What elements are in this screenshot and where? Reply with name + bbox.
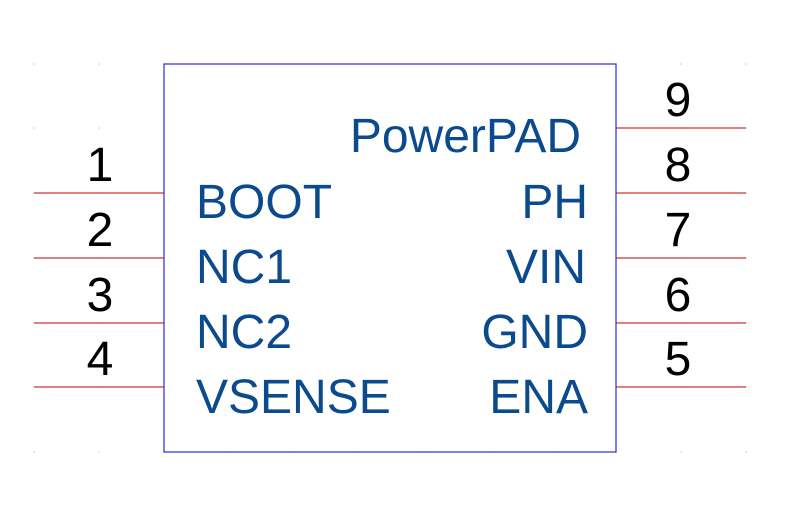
grid-dot xyxy=(33,451,35,453)
powerpad-label: PowerPAD xyxy=(350,110,581,163)
pin-3: 3 NC2 xyxy=(34,269,292,359)
pin-7: 7 VIN xyxy=(506,204,746,294)
pin-8-name: PH xyxy=(521,176,588,229)
pin-4: 4 VSENSE xyxy=(34,333,391,424)
pin-4-name: VSENSE xyxy=(196,371,391,424)
grid-dot xyxy=(680,451,682,453)
pin-7-name: VIN xyxy=(506,241,586,294)
pin-6: 6 GND xyxy=(481,269,746,359)
grid-dot xyxy=(98,63,100,65)
grid-dot xyxy=(33,63,35,65)
pin-9: 9 xyxy=(616,74,746,129)
pin-6-number: 6 xyxy=(665,269,692,322)
pin-7-number: 7 xyxy=(665,204,692,257)
pin-9-number: 9 xyxy=(665,74,692,127)
pin-2: 2 NC1 xyxy=(34,204,292,294)
pin-5-name: ENA xyxy=(489,371,588,424)
pin-5: 5 ENA xyxy=(489,333,746,424)
grid-dot xyxy=(680,63,682,65)
pin-1-number: 1 xyxy=(87,139,114,192)
grid-dot xyxy=(745,451,747,453)
pin-6-name: GND xyxy=(481,306,588,359)
grid-dot xyxy=(745,63,747,65)
pin-1-name: BOOT xyxy=(196,176,332,229)
pin-1: 1 BOOT xyxy=(34,139,332,229)
pin-3-number: 3 xyxy=(87,269,114,322)
pin-8: 8 PH xyxy=(521,139,746,229)
pin-8-number: 8 xyxy=(665,139,692,192)
pin-2-number: 2 xyxy=(87,204,114,257)
grid-dot xyxy=(98,127,100,129)
grid-dot xyxy=(98,451,100,453)
pin-3-name: NC2 xyxy=(196,306,292,359)
pin-5-number: 5 xyxy=(665,333,692,386)
pin-2-name: NC1 xyxy=(196,241,292,294)
pin-4-number: 4 xyxy=(87,333,114,386)
grid-dot xyxy=(33,127,35,129)
